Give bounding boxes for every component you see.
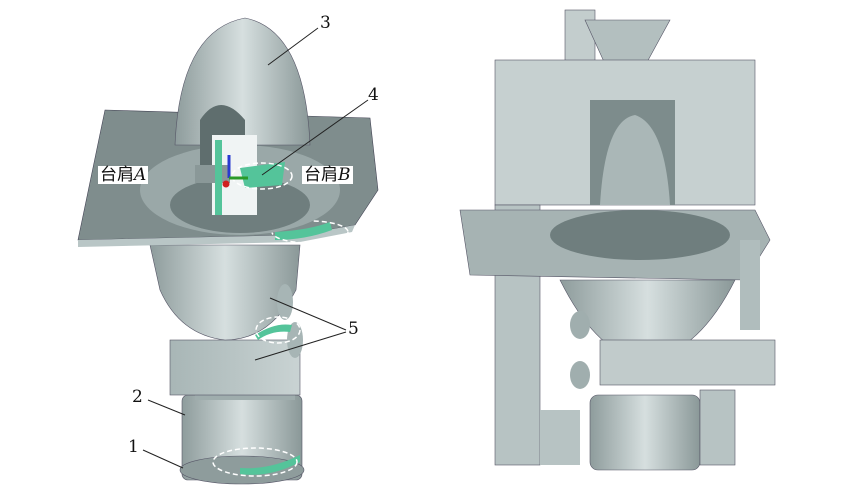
leader-lines bbox=[142, 27, 369, 469]
shoulder-a-prefix: 台肩 bbox=[100, 165, 134, 185]
side-block bbox=[169, 339, 301, 396]
shoulder-b-prefix: 台肩 bbox=[304, 165, 338, 185]
part-label-3: 3 bbox=[320, 13, 331, 33]
highlight-ring-1 bbox=[240, 455, 300, 475]
left-mold-model bbox=[77, 17, 379, 485]
shoulder-a-letter: A bbox=[134, 165, 147, 185]
part-label-4: 4 bbox=[368, 85, 379, 105]
part-label-5: 5 bbox=[348, 319, 359, 339]
right-mold-model bbox=[459, 9, 776, 471]
part-label-2: 2 bbox=[132, 387, 143, 407]
shoulder-a-label: 台肩A bbox=[98, 165, 149, 185]
part-label-1: 1 bbox=[128, 437, 139, 457]
shoulder-b-label: 台肩B bbox=[302, 166, 353, 184]
shoulder-b-letter: B bbox=[338, 165, 351, 185]
